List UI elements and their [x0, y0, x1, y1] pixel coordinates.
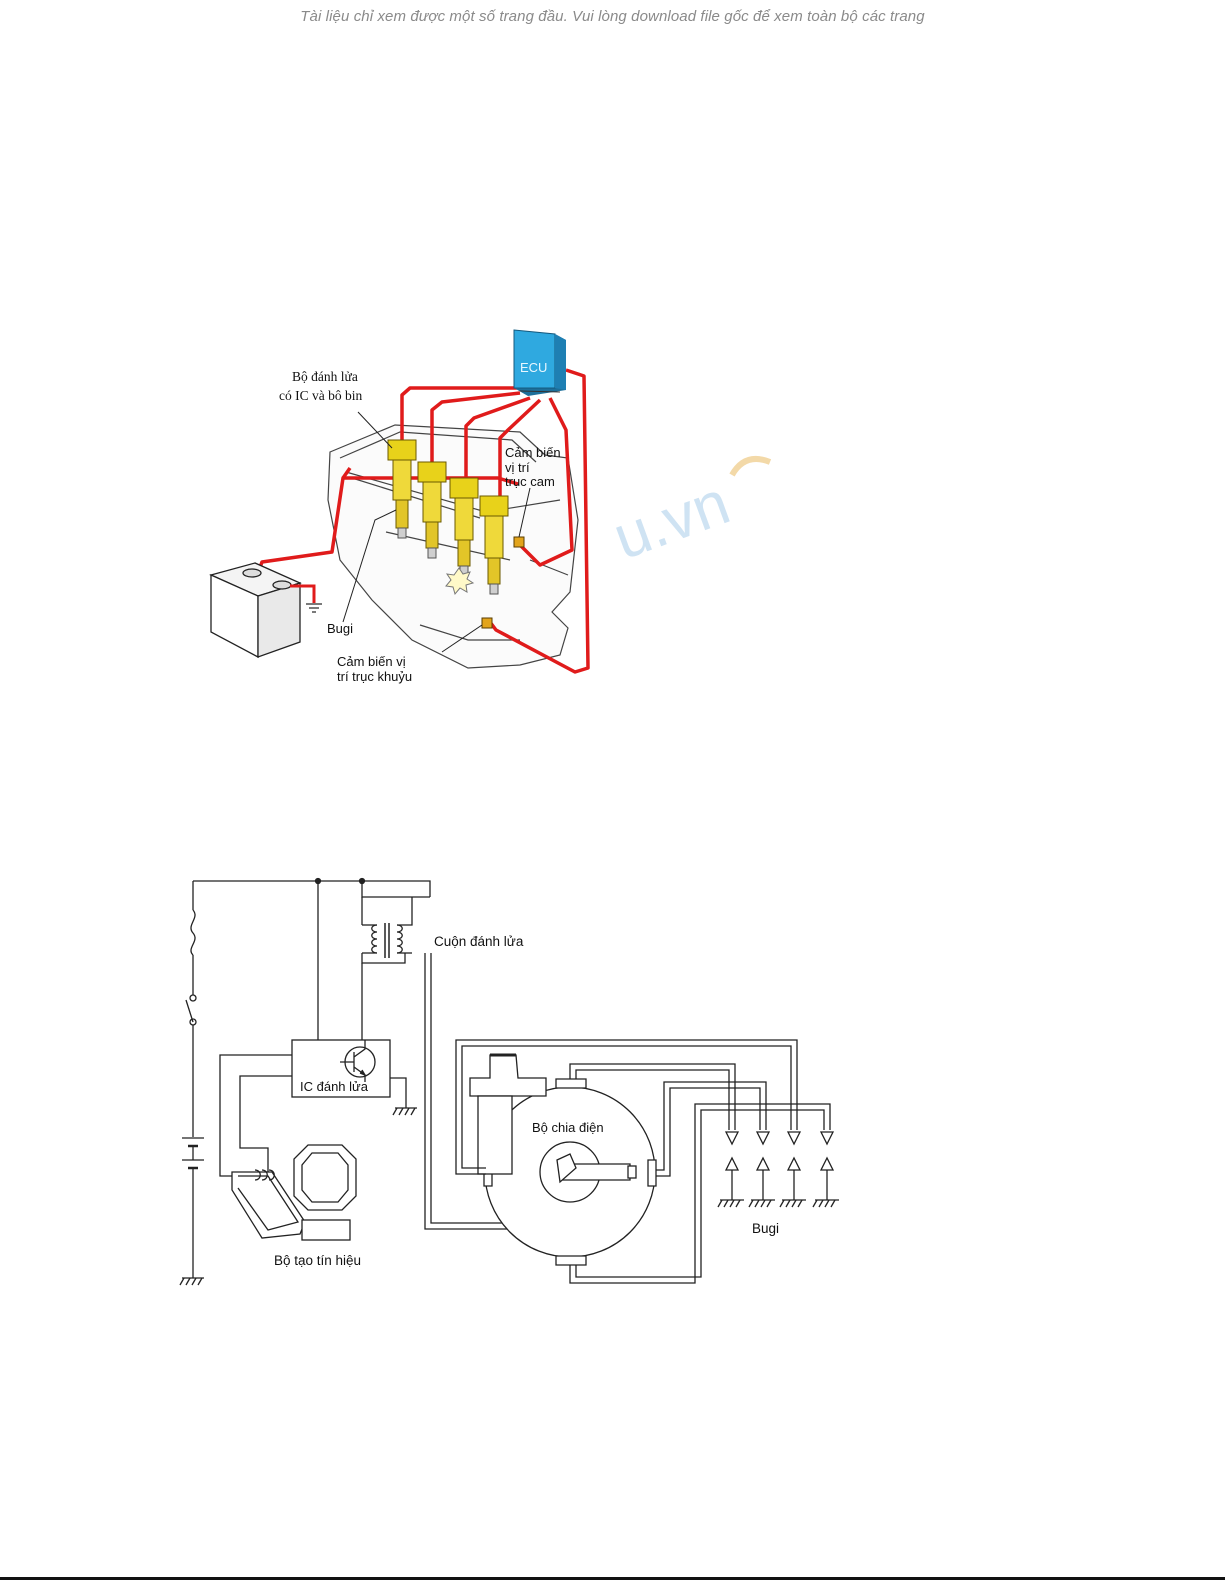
ignition-coil-icon [362, 881, 430, 963]
ignition-coil-label: Cuộn đánh lửa [434, 934, 524, 949]
power-rail [193, 881, 430, 897]
spark-plug-icon [813, 1132, 839, 1207]
spark-plug-icon [718, 1132, 744, 1207]
distributor-icon [470, 1055, 656, 1265]
fuse-icon [191, 910, 195, 955]
signal-generator-label: Bộ tạo tín hiệu [274, 1253, 361, 1268]
switch-contact [190, 995, 196, 1001]
signal-generator-base [302, 1220, 350, 1240]
distributor-label: Bộ chia điện [532, 1120, 604, 1135]
ic-ground-wire [390, 1078, 406, 1108]
reluctor-rotor-icon [294, 1145, 356, 1210]
spark-plug-icon [780, 1132, 806, 1207]
ground-icon [180, 1278, 204, 1285]
spark-plug-icon [749, 1132, 775, 1207]
page-bottom-border [0, 1577, 1225, 1580]
ignition-switch-icon [186, 1000, 193, 1022]
spark-plug-symbols [718, 1132, 839, 1207]
ground-icon [393, 1108, 417, 1115]
signal-wire [220, 1055, 292, 1176]
signal-wire [240, 1076, 292, 1176]
spark-plugs-label: Bugi [752, 1221, 779, 1236]
igniter-ic-label: IC đánh lửa [300, 1079, 369, 1094]
